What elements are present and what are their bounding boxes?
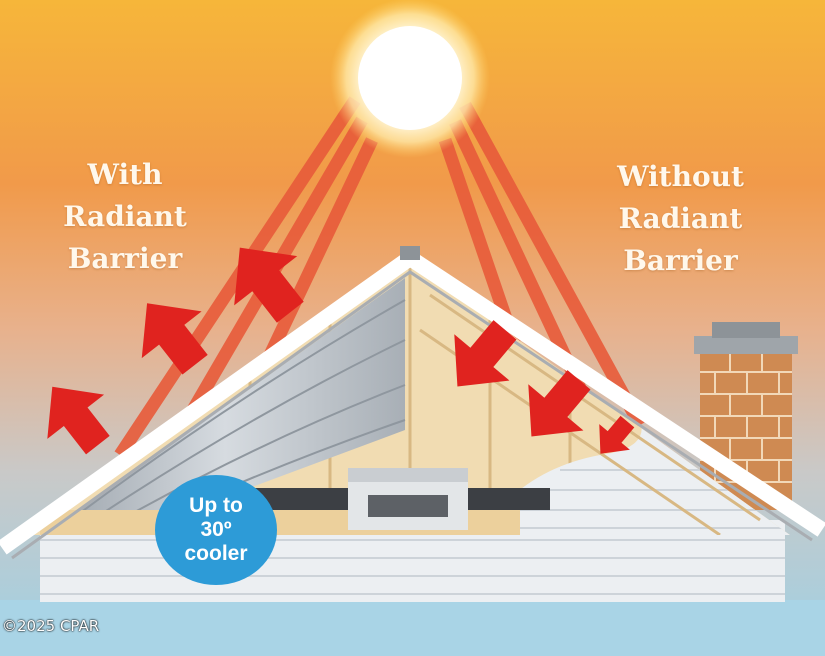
arrow-absorbed-3: [599, 415, 635, 454]
badge-line: Up to: [189, 494, 243, 517]
sun: [358, 26, 462, 130]
label-line: Radiant: [618, 202, 743, 235]
ground-band: [0, 600, 825, 656]
badge-line: 30º: [200, 518, 232, 541]
label-line: Barrier: [67, 242, 183, 275]
without-radiant-barrier-label: Without Radiant Barrier: [598, 156, 763, 282]
sun-ray-right-2: [449, 119, 586, 391]
label-line: Radiant: [63, 200, 187, 233]
arrow-reflected-2: [141, 303, 208, 375]
arrow-reflected-3: [234, 247, 304, 323]
badge-line: cooler: [184, 542, 248, 565]
label-line: With: [87, 158, 163, 191]
absorbed-heat-arrows: [454, 320, 635, 454]
sun-ray-right-3: [459, 101, 646, 429]
label-line: Barrier: [623, 244, 738, 277]
copyright-notice: ©2025 CPAR: [2, 617, 100, 635]
arrow-absorbed-2: [528, 370, 591, 437]
label-line: Without: [617, 160, 744, 193]
sun-ray-left-3: [264, 137, 378, 358]
hvac-unit: [348, 468, 468, 530]
reflected-heat-arrows: [47, 247, 304, 455]
radiant-barrier-foil: [45, 278, 405, 535]
cooler-badge: Up to 30º cooler: [155, 475, 277, 585]
arrow-reflected-1: [47, 386, 110, 455]
with-radiant-barrier-label: With Radiant Barrier: [40, 154, 210, 280]
arrow-absorbed-1: [454, 320, 517, 387]
ridge-cap: [400, 246, 420, 260]
